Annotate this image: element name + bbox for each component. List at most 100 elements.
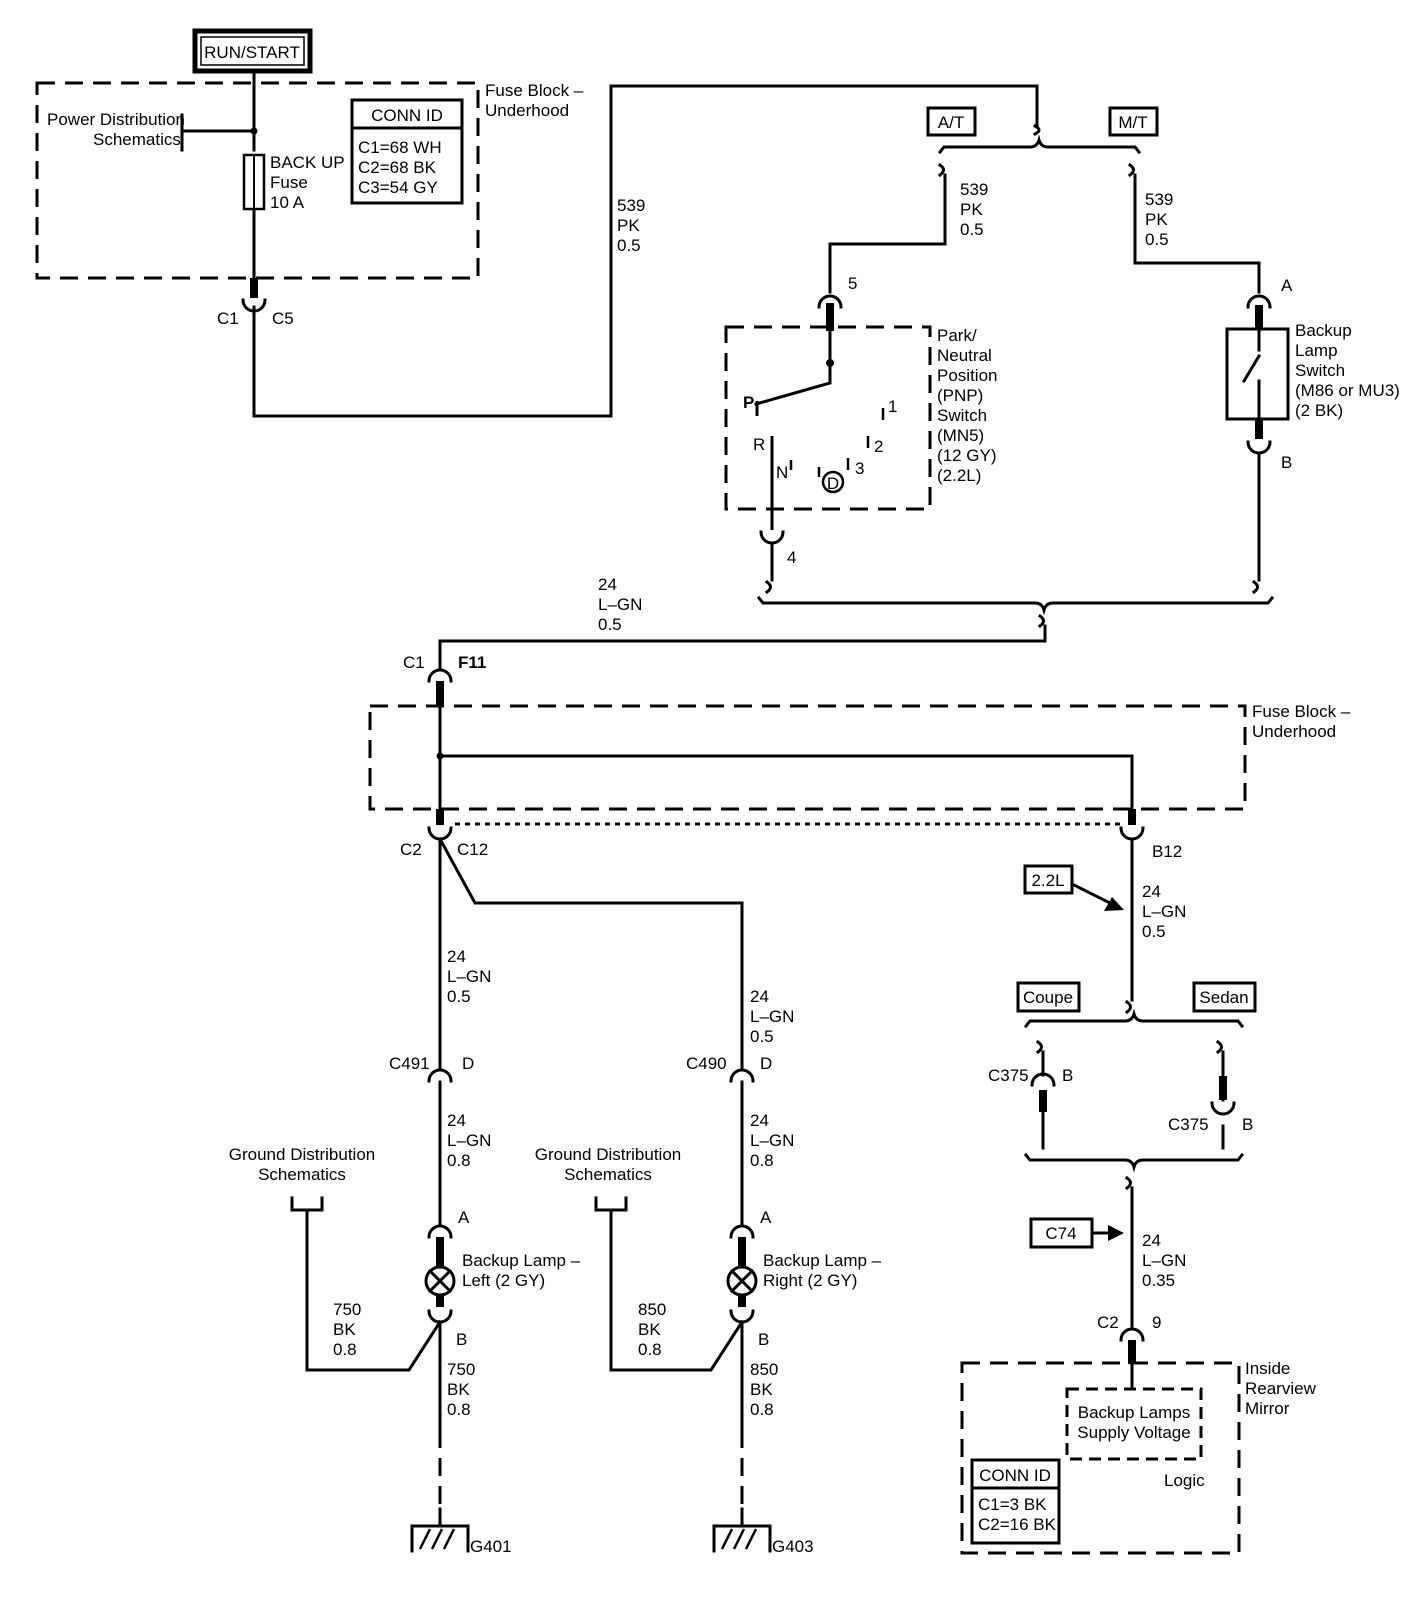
wire-24-right-low: 24 — [750, 1111, 769, 1130]
wire-850-down: 0.8 — [750, 1400, 774, 1419]
c2-mirror-pin: 9 — [1152, 1313, 1161, 1332]
wire-539-mt: 0.5 — [1145, 230, 1169, 249]
tag-c74: C74 — [1029, 1217, 1094, 1249]
wire-24-left-up: 0.5 — [447, 987, 471, 1006]
wire-750-down: 0.8 — [447, 1400, 471, 1419]
conn-id-table-top: CONN ID C1=68 WH C2=68 BK C3=54 GY — [350, 98, 464, 205]
backup-lamps-supply-voltage-box — [1065, 1387, 1203, 1461]
wire-24-mirror: 0.35 — [1142, 1271, 1175, 1290]
wire-24-top: 0.5 — [598, 615, 622, 634]
svg-text:Switch: Switch — [937, 406, 987, 425]
fuse-block-top-line2: Underhood — [485, 101, 569, 120]
c1-f11-right: F11 — [458, 653, 486, 672]
wire-24-right-up: 24 — [750, 987, 769, 1006]
supply-voltage-label: Backup Lamps — [1078, 1403, 1190, 1422]
lamp-right-label: Backup Lamp – — [763, 1251, 882, 1270]
wire-850-down: 850 — [750, 1360, 778, 1379]
mt-label: M/T — [1118, 113, 1147, 132]
wire-24-top: 24 — [598, 575, 617, 594]
run-start-box: RUN/START — [192, 28, 313, 74]
backup-lamp-switch-label: Backup Lamp Switch (M86 or MU3) (2 BK) — [1295, 321, 1400, 420]
svg-text:(12 GY): (12 GY) — [937, 446, 997, 465]
c1-label: C1 — [217, 309, 239, 328]
pnp-position-r: R — [753, 435, 765, 454]
backup-lamp-right-symbol — [726, 1265, 758, 1297]
svg-text:Park/: Park/ — [937, 326, 977, 345]
wire-24-left-low: 24 — [447, 1111, 466, 1130]
mt-option-box: M/T — [1108, 106, 1159, 137]
wire-24-right-up: 0.5 — [750, 1027, 774, 1046]
wire-24-right-low: L–GN — [750, 1131, 794, 1150]
lamp-right-label: Right (2 GY) — [763, 1271, 857, 1290]
c491-pin: D — [462, 1054, 474, 1073]
backup-lamp-left-symbol — [424, 1265, 456, 1297]
wire-750-side: BK — [333, 1320, 356, 1339]
wire-539-at: 0.5 — [960, 220, 984, 239]
c2-mirror-conn: C2 — [1097, 1313, 1119, 1332]
c5-label: C5 — [272, 309, 294, 328]
backup-fuse-name: BACK UP — [270, 153, 345, 172]
lamp-right-pin-b: B — [758, 1330, 769, 1349]
wire-24-left-up: L–GN — [447, 967, 491, 986]
pnp-position-3: 3 — [855, 459, 864, 478]
at-label: A/T — [938, 113, 964, 132]
ground-g401-symbol — [410, 1507, 470, 1553]
gnd-dist-right-label: Ground Distribution — [535, 1145, 681, 1164]
conn-id-table-bottom: CONN ID C1=3 BK C2=16 BK — [970, 1458, 1061, 1545]
wire-750-down: 750 — [447, 1360, 475, 1379]
pnp-position-n: N — [776, 463, 788, 482]
mirror-label: Mirror — [1245, 1399, 1290, 1418]
conn-id-bottom-row: C1=3 BK — [978, 1495, 1047, 1514]
pnp-position-2: 2 — [874, 437, 883, 456]
ground-g403-label: G403 — [772, 1537, 814, 1556]
conn-id-top-row: C3=54 GY — [358, 178, 438, 197]
fuse-block-mid-line2: Underhood — [1252, 722, 1336, 741]
wire-750-side: 0.8 — [333, 1340, 357, 1359]
wire-850-side: 0.8 — [638, 1340, 662, 1359]
pnp-position-d: D — [827, 474, 839, 493]
wire-24-b12: 0.5 — [1142, 922, 1166, 941]
svg-text:(2.2L): (2.2L) — [937, 466, 981, 485]
conn-id-top-row: C1=68 WH — [358, 138, 442, 157]
svg-text:Position: Position — [937, 366, 997, 385]
lamp-left-pin-b: B — [456, 1330, 467, 1349]
pnp-position-p: P — [743, 393, 754, 412]
wire-24-mirror: 24 — [1142, 1231, 1161, 1250]
wire-24-left-low: L–GN — [447, 1131, 491, 1150]
coupe-option-box: Coupe — [1016, 981, 1081, 1013]
gnd-dist-left-label: Schematics — [258, 1165, 346, 1184]
pnp-pin-4: 4 — [787, 548, 796, 567]
run-start-label: RUN/START — [204, 43, 300, 62]
backup-switch-pin-a: A — [1281, 276, 1293, 295]
conn-id-top-title: CONN ID — [371, 106, 443, 125]
tag-2-2l: 2.2L — [1023, 864, 1074, 895]
svg-text:Lamp: Lamp — [1295, 341, 1338, 360]
c12-label: C12 — [457, 840, 488, 859]
c491-conn: C491 — [389, 1054, 430, 1073]
lamp-right-pin-a: A — [760, 1208, 772, 1227]
c375-left-pin: B — [1062, 1066, 1073, 1085]
inside-rearview-mirror-outline — [960, 1361, 1241, 1555]
power-distribution-line1: Power Distribution — [47, 110, 185, 129]
svg-text:2.2L: 2.2L — [1031, 871, 1064, 890]
logic-label: Logic — [1164, 1471, 1205, 1490]
sedan-option-box: Sedan — [1192, 981, 1257, 1013]
svg-text:(PNP): (PNP) — [937, 386, 983, 405]
wire-539-mt: 539 — [1145, 190, 1173, 209]
gnd-dist-left-label: Ground Distribution — [229, 1145, 375, 1164]
ground-g401-label: G401 — [470, 1537, 512, 1556]
svg-text:(2 BK): (2 BK) — [1295, 401, 1343, 420]
wire-24-b12: L–GN — [1142, 902, 1186, 921]
mirror-label: Rearview — [1245, 1379, 1317, 1398]
backup-switch-pin-b: B — [1281, 453, 1292, 472]
svg-text:Neutral: Neutral — [937, 346, 992, 365]
c375-right-conn: C375 — [1168, 1115, 1209, 1134]
pnp-pin-5: 5 — [848, 274, 857, 293]
svg-text:Coupe: Coupe — [1023, 988, 1073, 1007]
power-distribution-line2: Schematics — [93, 130, 181, 149]
wire-24-right-low: 0.8 — [750, 1151, 774, 1170]
at-option-box: A/T — [926, 106, 977, 137]
supply-voltage-label: Supply Voltage — [1077, 1423, 1190, 1442]
c375-right-pin: B — [1242, 1115, 1253, 1134]
wire-24-left-up: 24 — [447, 947, 466, 966]
